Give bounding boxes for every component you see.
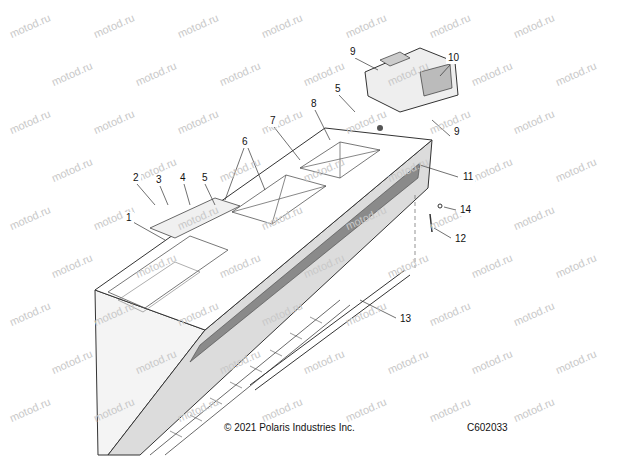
watermark: motod.ru: [554, 156, 598, 184]
watermark: motod.ru: [92, 12, 136, 40]
callout-number: 6: [240, 136, 250, 148]
watermark: motod.ru: [344, 12, 388, 40]
watermark: motod.ru: [470, 60, 514, 88]
watermark: motod.ru: [260, 396, 304, 424]
callout-number: 1: [124, 212, 134, 224]
callout-number: 2: [131, 172, 141, 184]
watermark: motod.ru: [50, 60, 94, 88]
callout-number: 14: [458, 204, 473, 216]
callout-number: 5: [200, 172, 210, 184]
callout-number: 12: [453, 233, 468, 245]
watermark: motod.ru: [8, 300, 52, 328]
watermark: motod.ru: [428, 396, 472, 424]
callout-number: 7: [268, 115, 278, 127]
watermark: motod.ru: [50, 252, 94, 280]
callout-number: 11: [461, 171, 475, 183]
copyright-caption: © 2021 Polaris Industries Inc.: [222, 422, 357, 434]
watermark: motod.ru: [470, 252, 514, 280]
callout-number: 9: [452, 126, 462, 138]
watermark: motod.ru: [344, 300, 388, 328]
watermark: motod.ru: [554, 348, 598, 376]
watermark: motod.ru: [260, 108, 304, 136]
watermark: motod.ru: [512, 204, 556, 232]
watermark: motod.ru: [8, 204, 52, 232]
watermark: motod.ru: [50, 156, 94, 184]
watermark: motod.ru: [554, 60, 598, 88]
callout-number: 9: [348, 46, 358, 58]
watermark: motod.ru: [134, 60, 178, 88]
drawing-number: C602033: [465, 422, 510, 434]
watermark: motod.ru: [428, 108, 472, 136]
watermark: motod.ru: [512, 300, 556, 328]
callout-number: 13: [398, 313, 413, 325]
watermark: motod.ru: [512, 12, 556, 40]
watermark: motod.ru: [176, 12, 220, 40]
watermark: motod.ru: [554, 252, 598, 280]
watermark: motod.ru: [512, 396, 556, 424]
watermark: motod.ru: [428, 12, 472, 40]
watermark: motod.ru: [344, 396, 388, 424]
callout-number: 8: [309, 98, 319, 110]
callout-number: 3: [154, 174, 164, 186]
watermark: motod.ru: [8, 108, 52, 136]
watermark: motod.ru: [428, 300, 472, 328]
watermark: motod.ru: [218, 60, 262, 88]
watermark: motod.ru: [50, 348, 94, 376]
watermark: motod.ru: [176, 108, 220, 136]
watermark: motod.ru: [8, 396, 52, 424]
callout-number: 5: [333, 83, 343, 95]
watermark: motod.ru: [470, 348, 514, 376]
watermark: motod.ru: [92, 108, 136, 136]
watermark: motod.ru: [8, 12, 52, 40]
watermark: motod.ru: [260, 12, 304, 40]
watermark: motod.ru: [512, 108, 556, 136]
watermark: motod.ru: [386, 348, 430, 376]
watermark: motod.ru: [302, 348, 346, 376]
callout-number: 10: [446, 52, 461, 64]
watermark: motod.ru: [470, 156, 514, 184]
callout-number: 4: [178, 172, 188, 184]
watermark: motod.ru: [344, 108, 388, 136]
